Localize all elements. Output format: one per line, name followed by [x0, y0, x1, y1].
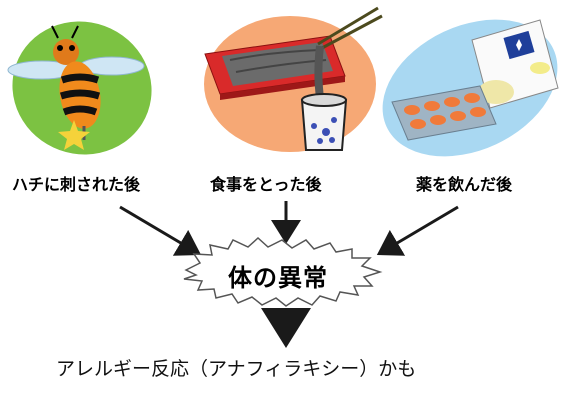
- label-bee-sting: ハチに刺された後: [12, 175, 141, 194]
- bee-icon: [7, 21, 152, 155]
- arrow-sting-to-abnormal: [119, 205, 202, 256]
- abnormal-burst: [183, 236, 383, 307]
- label-anaphylaxis-result: アレルギー反応（アナフィラキシー）かも: [56, 358, 417, 380]
- arrow-medicine-to-abnormal: [376, 205, 459, 256]
- meal-icon: [204, 6, 383, 152]
- medicine-icon: [382, 19, 559, 157]
- label-after-meal: 食事をとった後: [210, 175, 322, 194]
- label-after-medicine: 薬を飲んだ後: [416, 175, 513, 194]
- label-body-abnormality: 体の異常: [228, 264, 328, 292]
